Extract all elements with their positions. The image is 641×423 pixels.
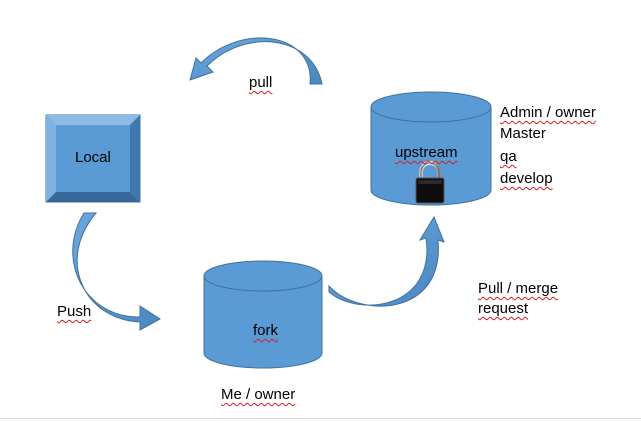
- pull-request-text: Pull / merge: [478, 280, 559, 297]
- role-item: develop: [500, 170, 553, 187]
- role-item: qa: [500, 148, 517, 165]
- upstream-node: [370, 91, 492, 206]
- pull-request-label-line2: request: [478, 300, 529, 317]
- pull-arrow: [189, 37, 323, 85]
- fork-node: [203, 260, 323, 369]
- fork-owner-label: Me / owner: [221, 386, 296, 403]
- push-label: Push: [57, 303, 92, 320]
- pull-request-arrow: [328, 215, 445, 307]
- fork-label: fork: [253, 322, 279, 339]
- upstream-label: upstream: [395, 144, 458, 161]
- padlock-icon: [415, 161, 445, 204]
- role-item: Master: [500, 125, 546, 142]
- role-item: Admin / owner: [500, 104, 596, 121]
- local-label: Local: [75, 149, 111, 166]
- pull-request-label-line1: Pull / merge: [478, 280, 558, 298]
- pull-label: pull: [249, 74, 273, 91]
- push-arrow: [72, 212, 161, 331]
- local-node: [45, 114, 141, 203]
